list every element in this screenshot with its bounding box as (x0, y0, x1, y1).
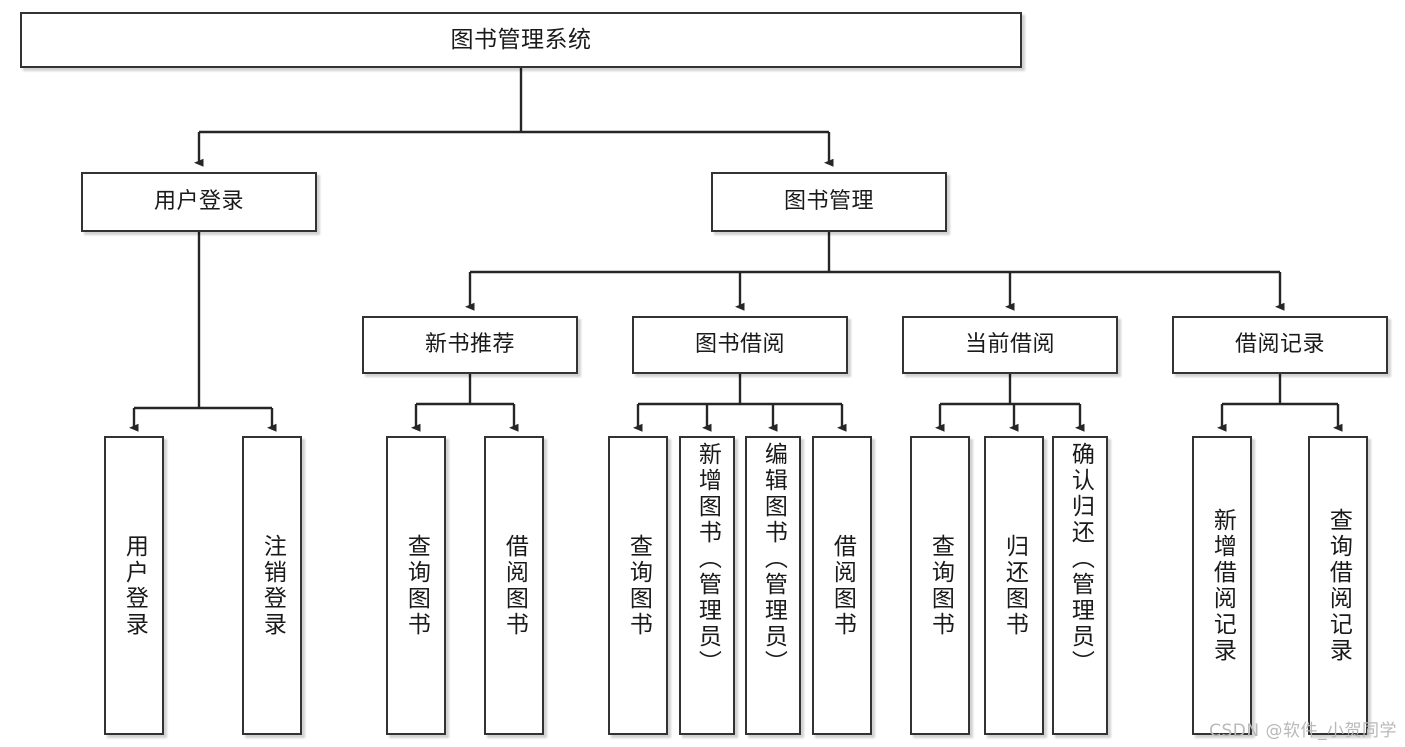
node-leaf-query-book-1-label: 查询图书 (403, 533, 430, 638)
node-leaf-user-logout[interactable]: 注销登录 (242, 436, 302, 735)
node-leaf-query-book-2-label: 查询图书 (625, 533, 652, 638)
node-root-label: 图书管理系统 (450, 26, 592, 53)
node-borrow-record[interactable]: 借阅记录 (1172, 316, 1388, 374)
node-leaf-edit-book-label: 编辑图书（管理员） (760, 442, 787, 676)
node-book-borrow-label: 图书借阅 (694, 332, 785, 358)
node-leaf-confirm-return[interactable]: 确认归还（管理员） (1052, 436, 1108, 735)
node-leaf-add-record-label: 新增借阅记录 (1209, 507, 1236, 664)
watermark: CSDN @软件_小贺同学 (1209, 721, 1397, 741)
node-leaf-borrow-book-1[interactable]: 借阅图书 (484, 436, 544, 735)
node-leaf-return-book-label: 归还图书 (1001, 533, 1028, 638)
node-leaf-borrow-book-2-label: 借阅图书 (829, 533, 856, 638)
node-new-book-rec[interactable]: 新书推荐 (362, 316, 578, 374)
node-book-manage[interactable]: 图书管理 (711, 172, 947, 232)
node-leaf-user-logout-label: 注销登录 (259, 533, 286, 638)
node-current-borrow-label: 当前借阅 (964, 332, 1055, 358)
node-leaf-query-book-1[interactable]: 查询图书 (386, 436, 446, 735)
node-leaf-user-login-label: 用户登录 (121, 533, 148, 638)
node-borrow-record-label: 借阅记录 (1234, 332, 1325, 358)
node-leaf-edit-book[interactable]: 编辑图书（管理员） (745, 436, 801, 735)
node-leaf-return-book[interactable]: 归还图书 (984, 436, 1044, 735)
node-leaf-add-book[interactable]: 新增图书（管理员） (679, 436, 735, 735)
node-book-borrow[interactable]: 图书借阅 (632, 316, 848, 374)
node-leaf-query-record[interactable]: 查询借阅记录 (1308, 436, 1368, 735)
node-leaf-confirm-return-label: 确认归还（管理员） (1067, 442, 1094, 676)
node-leaf-borrow-book-2[interactable]: 借阅图书 (812, 436, 872, 735)
node-current-borrow[interactable]: 当前借阅 (902, 316, 1118, 374)
node-new-book-rec-label: 新书推荐 (424, 332, 515, 358)
node-book-manage-label: 图书管理 (783, 189, 874, 215)
node-user-login[interactable]: 用户登录 (81, 172, 317, 232)
node-root[interactable]: 图书管理系统 (20, 12, 1022, 68)
node-user-login-label: 用户登录 (153, 189, 244, 215)
node-leaf-add-record[interactable]: 新增借阅记录 (1192, 436, 1252, 735)
node-leaf-query-book-2[interactable]: 查询图书 (608, 436, 668, 735)
node-leaf-borrow-book-1-label: 借阅图书 (501, 533, 528, 638)
node-leaf-user-login[interactable]: 用户登录 (104, 436, 164, 735)
node-leaf-query-record-label: 查询借阅记录 (1325, 507, 1352, 664)
node-leaf-query-book-3[interactable]: 查询图书 (910, 436, 970, 735)
node-leaf-query-book-3-label: 查询图书 (927, 533, 954, 638)
node-leaf-add-book-label: 新增图书（管理员） (694, 442, 721, 676)
